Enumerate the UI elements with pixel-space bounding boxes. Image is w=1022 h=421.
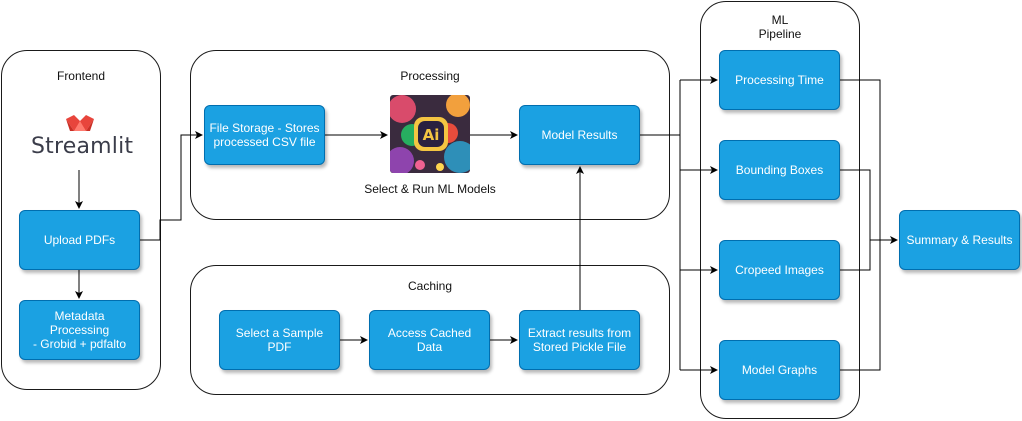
ai-artwork-icon: Ai [390, 95, 470, 173]
processing-group-label: Processing [400, 69, 460, 83]
file-storage-label-line2: processed CSV file [213, 135, 316, 149]
ml-pipeline-label-line1: ML [771, 13, 789, 27]
ml-image-caption: Select & Run ML Models [364, 182, 496, 196]
ml-pipeline-group-label: ML Pipeline [701, 13, 859, 41]
cropped-images-node[interactable]: Cropeed Images [719, 240, 840, 300]
upload-pdfs-node[interactable]: Upload PDFs [19, 210, 140, 270]
model-results-node[interactable]: Model Results [519, 105, 640, 165]
streamlit-logo-text: Streamlit [31, 134, 134, 159]
model-graphs-node[interactable]: Model Graphs [719, 340, 840, 400]
model-graphs-label: Model Graphs [741, 363, 818, 377]
metadata-processing-node[interactable]: Metadata Processing - Grobid + pdfalto [19, 300, 140, 360]
metadata-processing-label-line2: - Grobid + pdfalto [32, 337, 127, 351]
metadata-processing-label-line1: Metadata Processing [49, 309, 110, 337]
summary-results-node[interactable]: Summary & Results [899, 210, 1020, 270]
processing-time-node[interactable]: Processing Time [719, 50, 840, 110]
file-storage-node[interactable]: File Storage - Stores processed CSV file [204, 105, 325, 165]
bounding-boxes-node[interactable]: Bounding Boxes [719, 140, 840, 200]
file-storage-label-line1: File Storage - Stores [209, 121, 320, 135]
summary-results-label: Summary & Results [906, 233, 1013, 247]
select-sample-pdf-label: Select a Sample PDF [235, 326, 324, 354]
extract-results-label-line1: Extract results from [527, 326, 632, 340]
model-results-label: Model Results [541, 128, 618, 142]
bounding-boxes-label: Bounding Boxes [735, 163, 824, 177]
frontend-group-label: Frontend [56, 69, 106, 83]
svg-text:Ai: Ai [423, 126, 440, 144]
extract-results-node[interactable]: Extract results from Stored Pickle File [519, 310, 640, 370]
streamlit-crown-icon [66, 115, 94, 131]
caching-group-label: Caching [407, 279, 453, 293]
access-cached-data-label: Access Cached Data [387, 326, 472, 354]
cropped-images-label: Cropeed Images [735, 263, 824, 277]
upload-pdfs-label: Upload PDFs [43, 233, 116, 247]
ml-pipeline-label-line2: Pipeline [758, 27, 802, 41]
select-sample-pdf-node[interactable]: Select a Sample PDF [219, 310, 340, 370]
processing-time-label: Processing Time [735, 73, 824, 87]
extract-results-label-line2: Stored Pickle File [532, 340, 627, 354]
access-cached-data-node[interactable]: Access Cached Data [369, 310, 490, 370]
